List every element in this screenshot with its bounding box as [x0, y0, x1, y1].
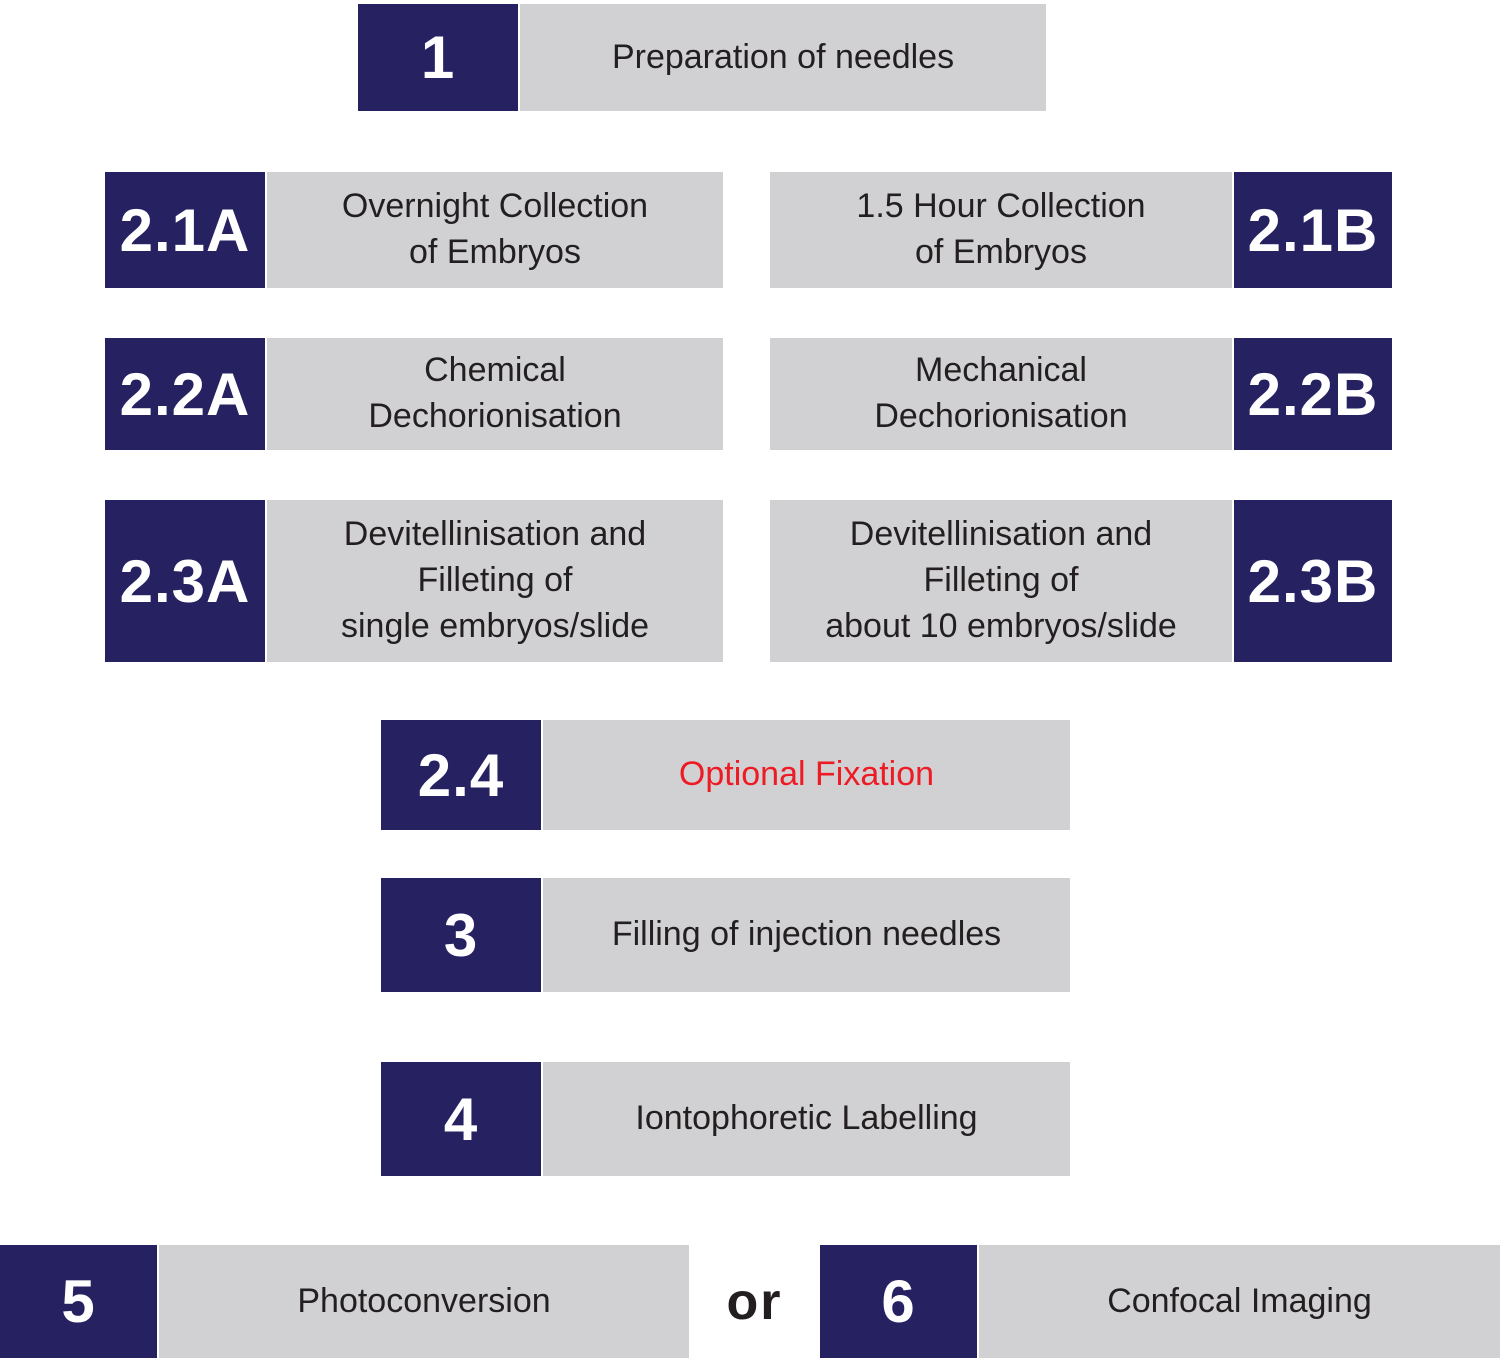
step-2-3b-number-badge: 2.3B	[1234, 500, 1392, 662]
step-2-2b-label: Mechanical Dechorionisation	[770, 338, 1232, 450]
step-2-4-label: Optional Fixation	[543, 720, 1070, 830]
step-2-2b-number-badge: 2.2B	[1234, 338, 1392, 450]
step-2-3a-number-badge: 2.3A	[105, 500, 265, 662]
step-1-label: Preparation of needles	[520, 4, 1046, 111]
step-6-number-badge: 6	[820, 1245, 977, 1358]
step-4-label: Iontophoretic Labelling	[543, 1062, 1070, 1176]
step-5-label: Photoconversion	[159, 1245, 689, 1358]
step-2-2a-number-badge: 2.2A	[105, 338, 265, 450]
step-2-1b-label: 1.5 Hour Collection of Embryos	[770, 172, 1232, 288]
step-3-number-badge: 3	[381, 878, 541, 992]
step-4-number-badge: 4	[381, 1062, 541, 1176]
step-2-1b-number-badge: 2.1B	[1234, 172, 1392, 288]
step-3-label: Filling of injection needles	[543, 878, 1070, 992]
step-2-4-number-badge: 2.4	[381, 720, 541, 830]
step-1-number-badge: 1	[358, 4, 518, 111]
step-2-1a-label: Overnight Collection of Embryos	[267, 172, 723, 288]
step-2-2a-label: Chemical Dechorionisation	[267, 338, 723, 450]
step-2-3a-label: Devitellinisation and Filleting of singl…	[267, 500, 723, 662]
step-2-1a-number-badge: 2.1A	[105, 172, 265, 288]
step-6-label: Confocal Imaging	[979, 1245, 1500, 1358]
step-2-3b-label: Devitellinisation and Filleting of about…	[770, 500, 1232, 662]
step-5-number-badge: 5	[0, 1245, 157, 1358]
or-connector-label: or	[726, 1272, 783, 1331]
